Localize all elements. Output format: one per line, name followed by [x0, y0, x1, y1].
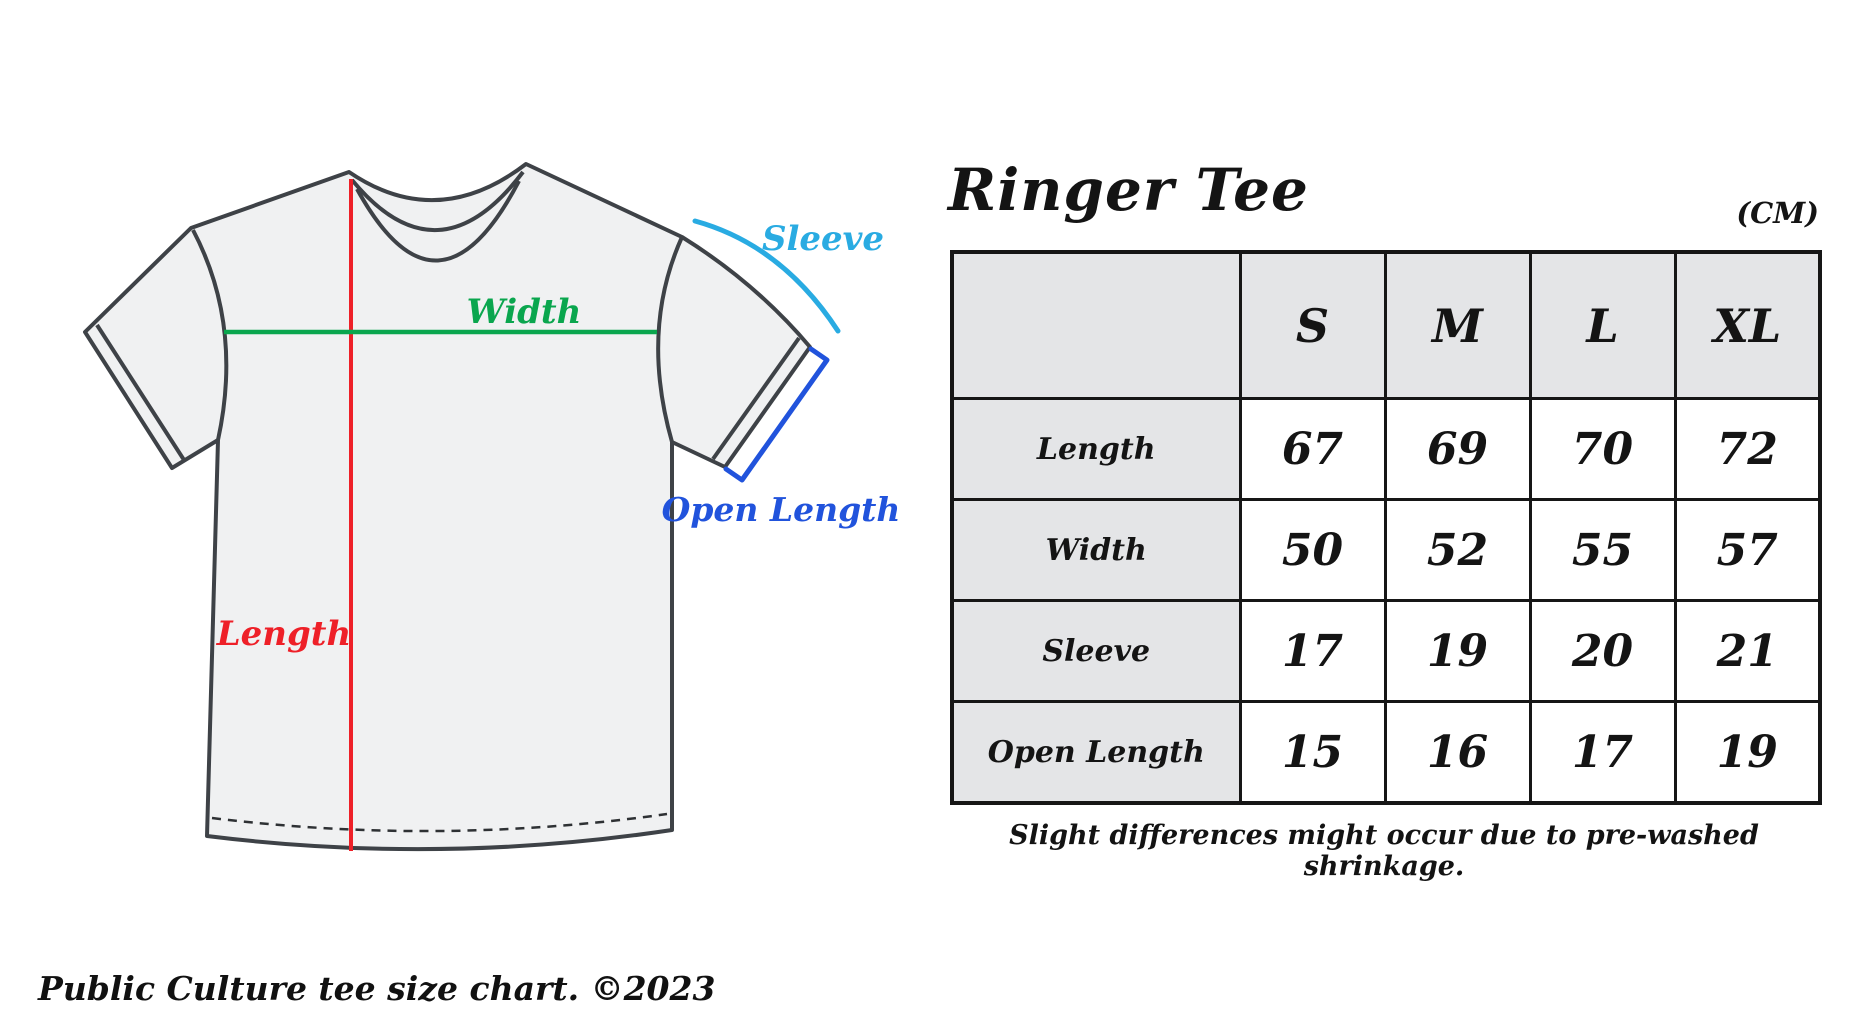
- collar-rib-line-1: [350, 170, 525, 232]
- sleeve-s-value: 17: [1238, 599, 1387, 704]
- right-armhole-seam: [656, 236, 684, 443]
- open-length-m-value: 16: [1383, 700, 1532, 805]
- row-label-sleeve: Sleeve: [950, 599, 1242, 704]
- row-label-length: Length: [950, 397, 1242, 502]
- chart-unit-label: (CM): [1736, 196, 1819, 230]
- open-length-s-value: 15: [1238, 700, 1387, 805]
- row-label-open-length: Open Length: [950, 700, 1242, 805]
- table-row-open-length: Open Length 15 16 17 19: [950, 700, 1822, 805]
- column-header-s: S: [1238, 250, 1387, 401]
- shrinkage-footnote: Slight differences might occur due to pr…: [1009, 820, 1759, 882]
- width-measure-label: Width: [466, 292, 582, 332]
- sleeve-l-value: 20: [1528, 599, 1677, 704]
- length-xl-value: 72: [1673, 397, 1822, 502]
- column-header-l: L: [1528, 250, 1677, 401]
- table-row-width: Width 50 52 55 57: [950, 498, 1822, 603]
- copyright-credit: Public Culture tee size chart. ©2023: [38, 969, 716, 1008]
- width-m-value: 52: [1383, 498, 1532, 603]
- row-label-width: Width: [950, 498, 1242, 603]
- table-corner-cell: [950, 250, 1242, 401]
- sleeve-measure-label: Sleeve: [761, 219, 885, 259]
- width-xl-value: 57: [1673, 498, 1822, 603]
- length-l-value: 70: [1528, 397, 1677, 502]
- sleeve-m-value: 19: [1383, 599, 1532, 704]
- column-header-xl: XL: [1673, 250, 1822, 401]
- width-l-value: 55: [1528, 498, 1677, 603]
- table-row-length: Length 67 69 70 72: [950, 397, 1822, 502]
- length-s-value: 67: [1238, 397, 1387, 502]
- open-length-l-value: 17: [1528, 700, 1677, 805]
- hem-stitch-line: [211, 812, 668, 833]
- chart-title: Ringer Tee: [948, 156, 1309, 224]
- table-row-sleeve: Sleeve 17 19 20 21: [950, 599, 1822, 704]
- table-header-row: S M L XL: [950, 250, 1822, 401]
- open-length-bracket: [723, 346, 830, 483]
- sleeve-xl-value: 21: [1673, 599, 1822, 704]
- length-m-value: 69: [1383, 397, 1532, 502]
- left-cuff-seam: [95, 323, 186, 462]
- sleeve-measure-arc: [692, 218, 841, 334]
- open-length-measure-label: Open Length: [661, 490, 901, 529]
- width-s-value: 50: [1238, 498, 1387, 603]
- collar-rib-line-2: [355, 180, 521, 263]
- open-length-xl-value: 19: [1673, 700, 1822, 805]
- column-header-m: M: [1383, 250, 1532, 401]
- size-table: S M L XL Length 67 69 70 72 Width 50 52 …: [950, 250, 1822, 805]
- right-cuff-seam: [711, 336, 801, 461]
- length-measure-label: Length: [216, 614, 352, 654]
